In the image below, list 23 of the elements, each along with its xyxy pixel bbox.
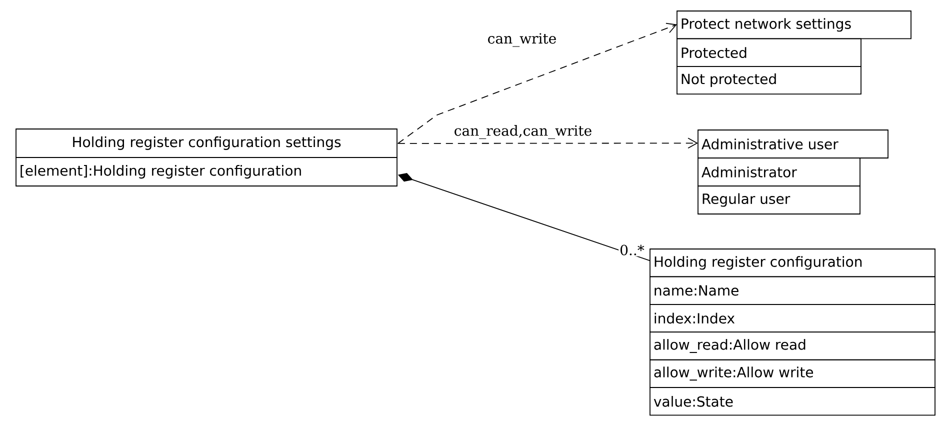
attribute-field: Not protected (676, 66, 862, 95)
attribute-field: Protected (676, 38, 862, 67)
class-header: Administrative user (698, 130, 888, 158)
attribute-field: [element]:Holding register configuration (16, 157, 398, 186)
attribute-field: Administrator (698, 158, 860, 186)
connector-arrow (397, 22, 677, 144)
class-table (650, 248, 936, 416)
edge-label: can_write (486, 32, 558, 48)
attribute-field: allow_read:Allow read (650, 332, 936, 360)
edge-label: can_read,can_write (452, 124, 594, 140)
attribute-field: index:Index (650, 304, 936, 333)
class-table (698, 130, 888, 214)
class-header: Holding register configuration (650, 248, 936, 278)
attribute-field: allow_write:Allow write (650, 359, 936, 388)
class-table (16, 128, 398, 186)
attribute-field: Regular user (698, 186, 860, 214)
attribute-field: value:State (650, 387, 936, 416)
edge-label: 0..* (618, 244, 646, 256)
class-table (676, 10, 912, 95)
attribute-field: name:Name (650, 276, 936, 305)
class-header: Protect network settings (676, 10, 912, 40)
connector-arrow (397, 138, 698, 149)
class-header: Holding register configuration settings (16, 128, 398, 158)
